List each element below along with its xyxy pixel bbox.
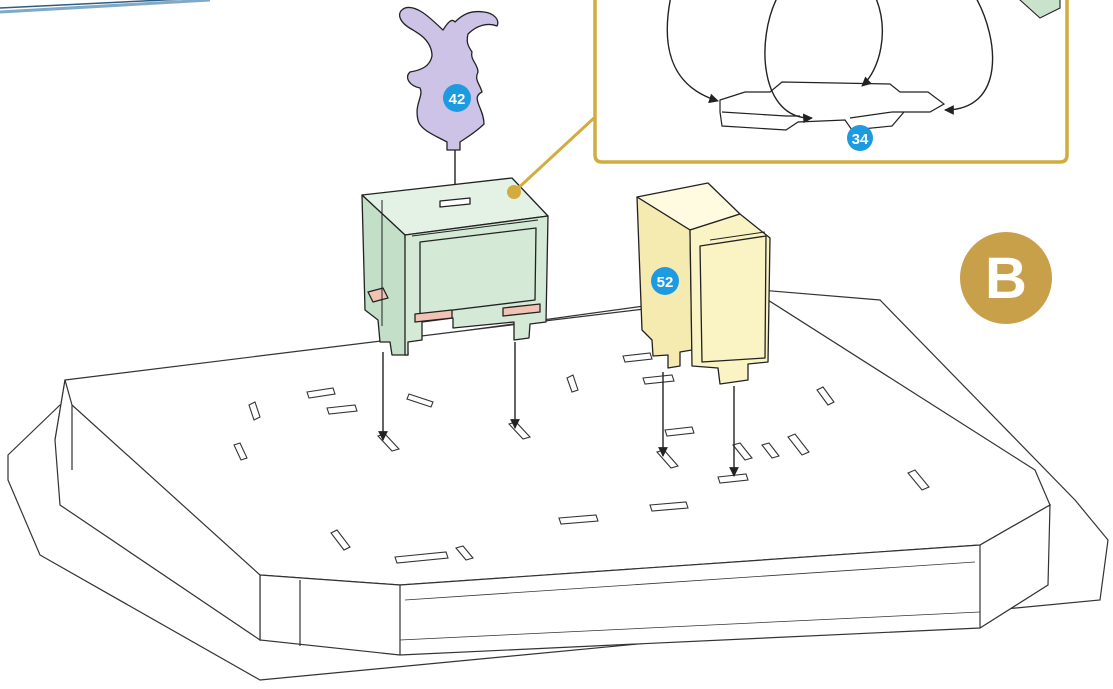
part-badge-52: 52	[651, 267, 679, 295]
callout: 34	[507, 0, 1067, 199]
part-number-42: 42	[449, 91, 466, 108]
part-badge-42: 42	[443, 84, 471, 112]
callout-leader	[514, 118, 594, 192]
part-badge-34: 34	[847, 125, 873, 151]
green-block	[362, 178, 548, 355]
callout-frame	[595, 0, 1067, 162]
base-tray	[8, 290, 1108, 680]
part-number-52: 52	[657, 274, 674, 291]
bunny-topper	[400, 7, 498, 150]
previous-panel-edge	[0, 0, 210, 12]
step-badge: B	[960, 232, 1052, 324]
callout-anchor-dot	[507, 185, 521, 199]
part-number-34: 34	[852, 131, 869, 148]
step-label: B	[985, 246, 1027, 311]
